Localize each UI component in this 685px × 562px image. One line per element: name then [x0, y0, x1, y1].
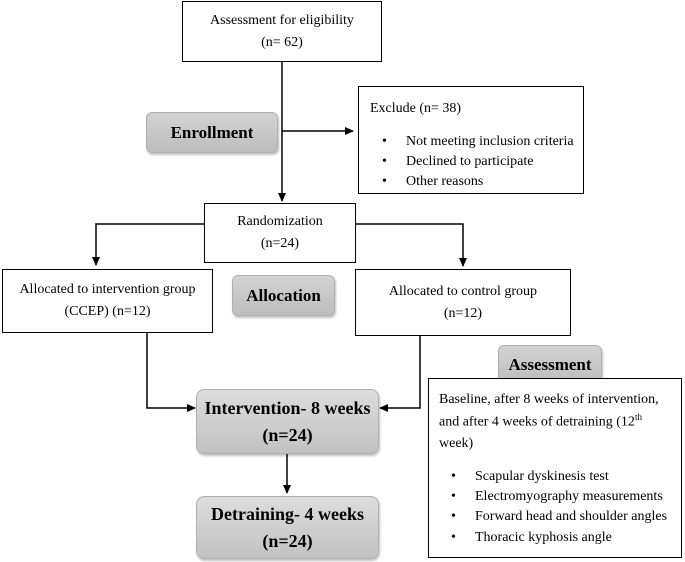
list-item: Other reasons [370, 172, 583, 193]
control-group-line2: (n=12) [443, 305, 483, 321]
exclude-list: Not meeting inclusion criteria Declined … [370, 132, 583, 193]
list-item: Scapular dyskinesis test [439, 467, 681, 488]
arrow-to-intervention-group [92, 223, 204, 266]
list-item: Forward head and shoulder angles [439, 507, 681, 528]
eligibility-box: Assessment for eligibility (n= 62) [182, 1, 382, 62]
randomization-title: Randomization [237, 214, 323, 230]
intervention-group-line1: Allocated to intervention group [19, 282, 196, 298]
arrow-control-group-to-intervention [379, 336, 421, 412]
intervention-box: Intervention- 8 weeks (n=24) [196, 389, 379, 454]
exclude-title: Exclude (n= 38) [370, 101, 462, 116]
eligibility-title: Assessment for eligibility [210, 12, 354, 28]
arrow-intervention-group-to-intervention [146, 333, 196, 412]
control-group-line1: Allocated to control group [388, 283, 538, 299]
intervention-group-box: Allocated to intervention group (CCEP) (… [2, 269, 213, 333]
list-item: Thoracic kyphosis angle [439, 528, 681, 549]
list-item: Declined to participate [370, 152, 583, 173]
intervention-group-line2: (CCEP) (n=12) [64, 304, 151, 319]
detraining-line2: (n=24) [262, 530, 313, 551]
randomization-count: (n=24) [260, 236, 300, 251]
intervention-line2: (n=24) [262, 424, 313, 445]
detraining-box: Detraining- 4 weeks (n=24) [196, 496, 379, 559]
assessment-line2: and after 4 weeks of detraining (12th [439, 411, 642, 430]
eligibility-count: (n= 62) [261, 34, 303, 50]
assessment-box: Baseline, after 8 weeks of intervention,… [428, 378, 682, 558]
randomization-box: Randomization (n=24) [204, 203, 356, 263]
intervention-line1: Intervention- 8 weeks [204, 397, 371, 418]
list-item: Not meeting inclusion criteria [370, 132, 583, 153]
assessment-line3: week) [439, 436, 474, 452]
allocation-label: Allocation [232, 275, 335, 316]
exclude-box: Exclude (n= 38) Not meeting inclusion cr… [358, 86, 584, 194]
assessment-line1: Baseline, after 8 weeks of intervention, [439, 392, 659, 407]
enrollment-label: Enrollment [146, 112, 278, 153]
list-item: Electromyography measurements [439, 487, 681, 508]
detraining-line1: Detraining- 4 weeks [211, 503, 364, 524]
arrow-to-control-group [356, 223, 467, 267]
control-group-box: Allocated to control group (n=12) [355, 269, 571, 336]
assessment-list: Scapular dyskinesis test Electromyograph… [439, 467, 681, 548]
